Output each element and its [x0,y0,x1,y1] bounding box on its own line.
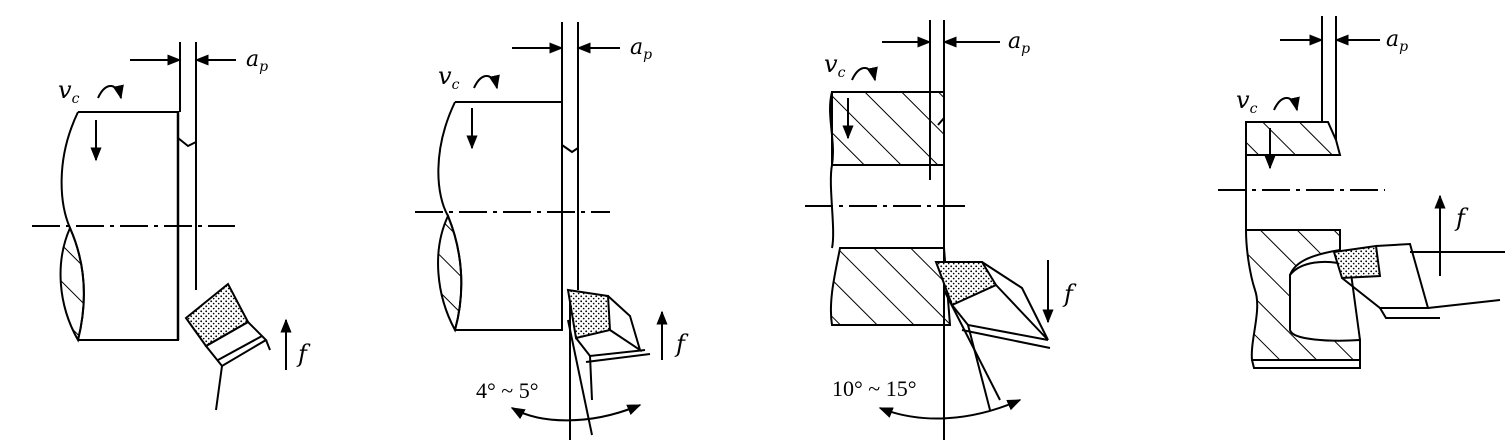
f-label-2: f [674,330,689,358]
depth-lines-2 [561,22,593,440]
tool-2 [566,288,651,401]
figure-3 [805,20,1054,440]
f-label-4: f [1454,204,1469,232]
angle-arc-2 [510,404,642,422]
vc-label-2: vc [438,62,460,93]
vc-arrow-1 [90,84,124,162]
depth-lines-1 [177,42,197,290]
ap-label-1: ap [246,47,268,75]
workpiece-4 [1244,121,1361,369]
figure-4 [1218,16,1505,369]
angle-label-2: 4° ~ 5° [476,378,539,403]
workpiece-3 [829,91,952,326]
tool-4 [1332,242,1505,319]
angle-label-3: 10° ~ 15° [832,376,917,401]
figure-3-labels: vc ap f 10° ~ 15° [824,29,1077,401]
vc-arrow-4 [1264,96,1300,170]
f-label-3: f [1062,280,1077,308]
vc-arrow-3 [842,66,878,140]
vc-label-3: vc [824,50,846,81]
vc-label-1: vc [58,76,80,107]
figure-1 [32,42,292,411]
figure-2-labels: vc ap f 4° ~ 5° [438,35,689,403]
f-label-1: f [296,340,311,368]
vc-arrow-2 [466,74,500,150]
vc-label-4: vc [1236,86,1258,117]
ap-label-2: ap [630,35,652,63]
angle-arc-3 [878,399,1022,420]
ap-label-4: ap [1386,27,1408,55]
tool-3 [934,261,1051,411]
workpiece-2 [437,101,563,333]
ap-label-3: ap [1008,29,1030,57]
figure-2 [415,22,668,440]
figure-1-labels: vc ap f [58,47,311,368]
tool-1 [184,282,271,411]
depth-lines-3 [929,20,1001,440]
